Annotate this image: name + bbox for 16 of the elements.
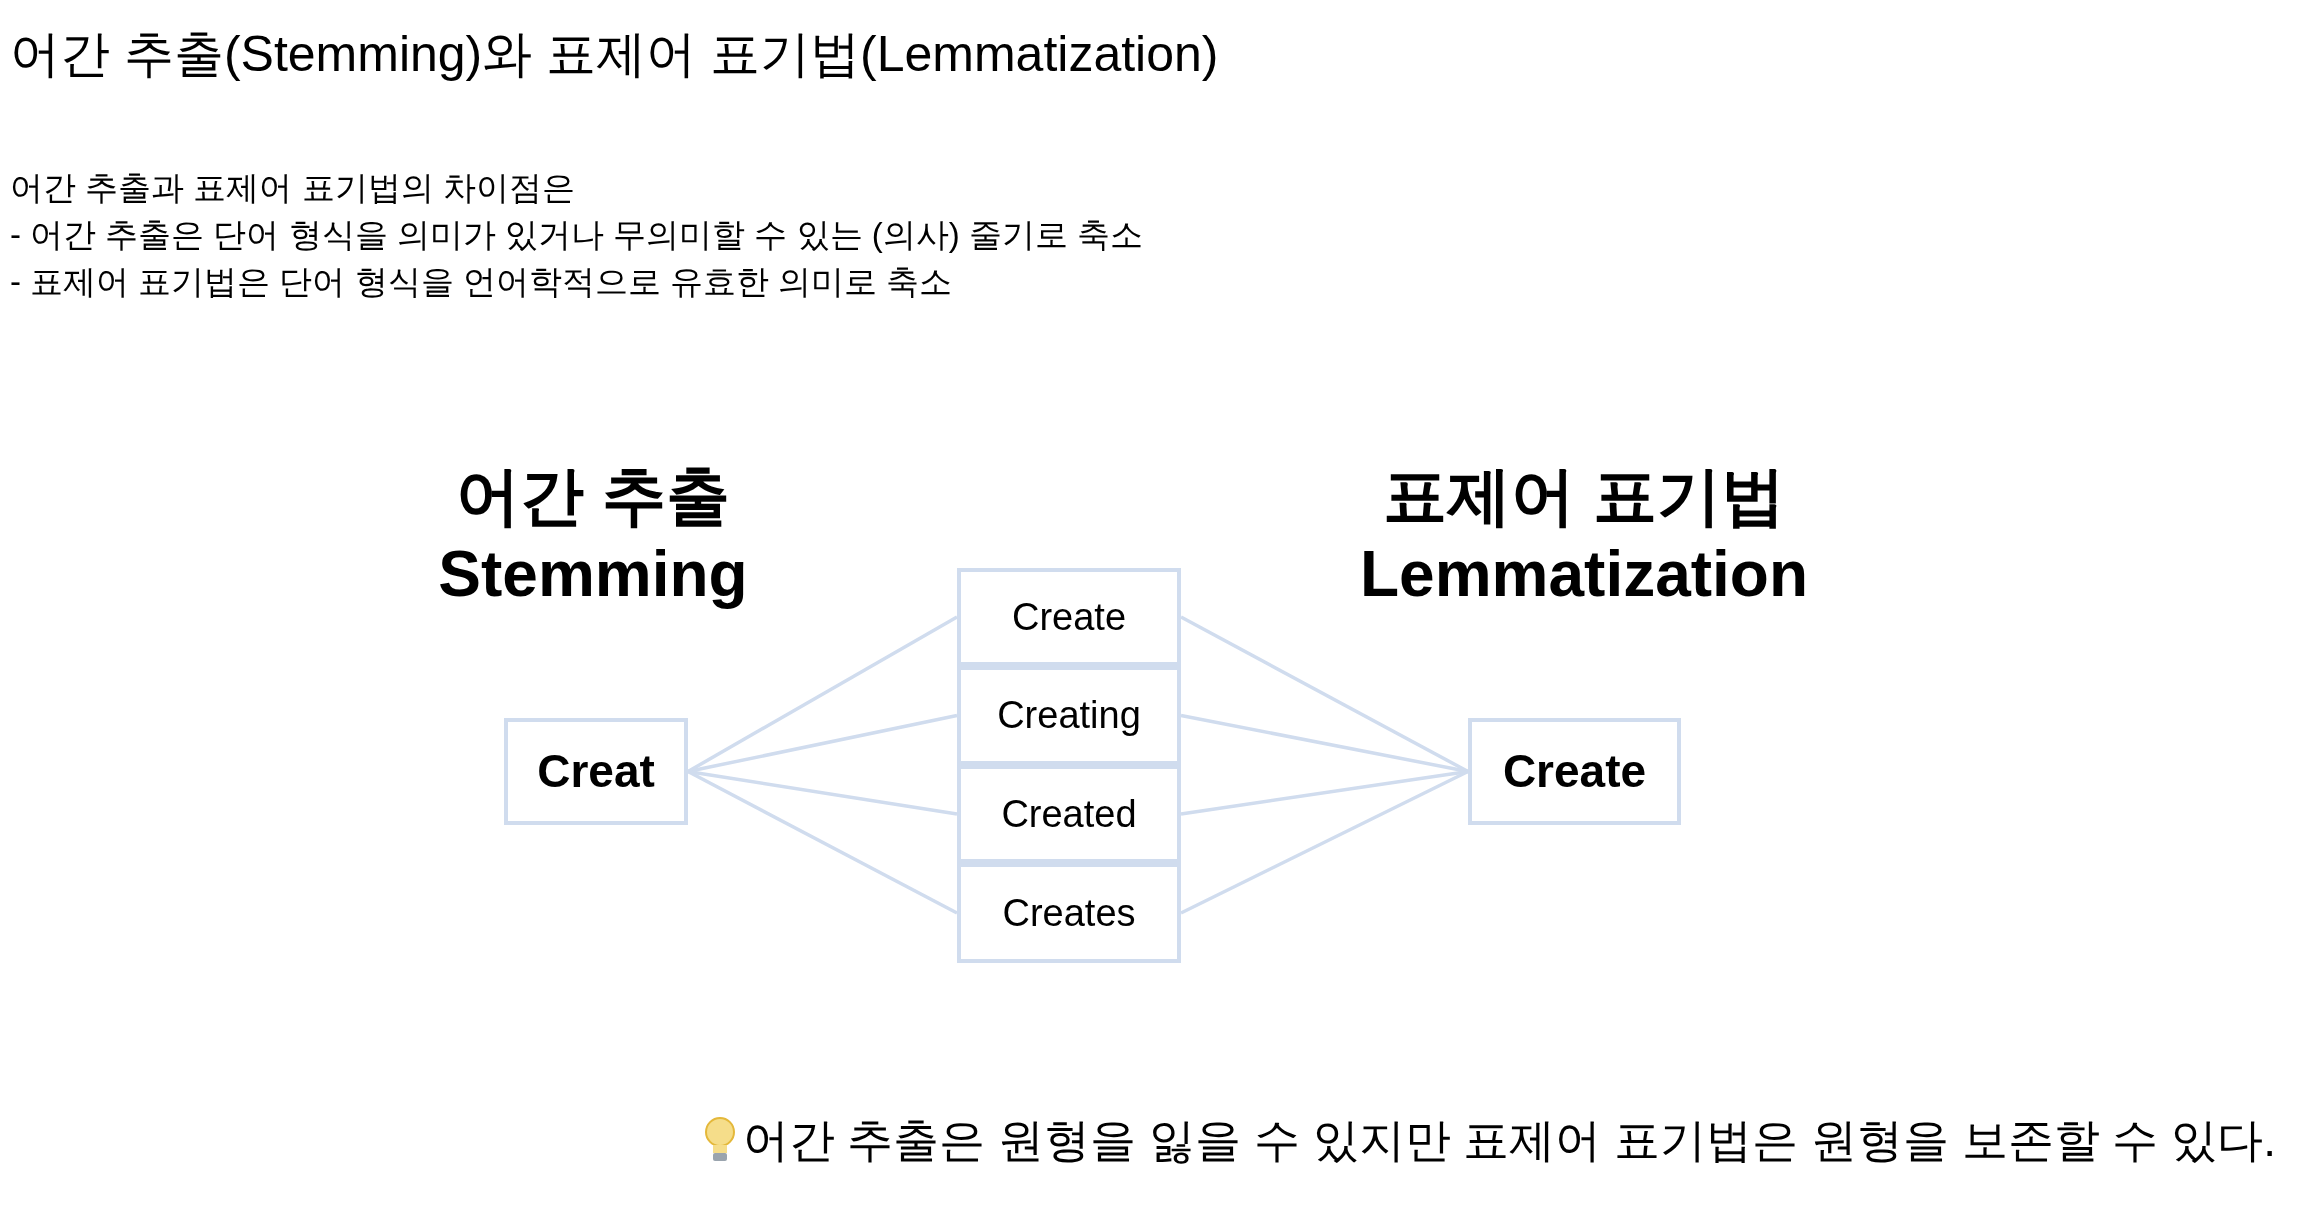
column-heading: 표제어 표기법 — [1383, 459, 1785, 534]
word-box: Create — [957, 568, 1181, 666]
word-box: Create — [1468, 718, 1681, 825]
word-box: Creating — [957, 666, 1181, 765]
column-heading: Lemmatization — [1359, 537, 1809, 612]
word-box: Created — [957, 765, 1181, 863]
description-text: 어간 추출과 표제어 표기법의 차이점은 — [10, 168, 575, 208]
connector-line — [687, 615, 958, 773]
note-text: 어간 추출은 원형을 잃을 수 있지만 표제어 표기법은 원형을 보존할 수 있다. — [742, 1113, 2276, 1168]
word-box: Creat — [504, 718, 688, 825]
column-heading: Stemming — [438, 537, 748, 612]
word-box: Creates — [957, 863, 1181, 963]
description-text: - 표제어 표기법은 단어 형식을 언어학적으로 유효한 의미로 축소 — [10, 262, 953, 302]
page-title: 어간 추출(Stemming)와 표제어 표기법(Lemmatization) — [10, 25, 1219, 84]
description-text: - 어간 추출은 단어 형식을 의미가 있거나 무의미할 수 있는 (의사) 줄기로 축소 — [10, 215, 1143, 255]
column-heading: 어간 추출 — [456, 459, 730, 534]
